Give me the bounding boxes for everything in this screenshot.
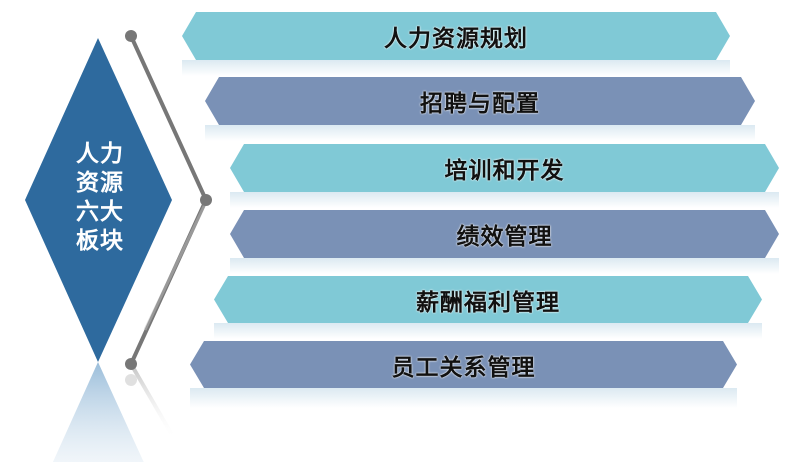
center-title-line: 六大 <box>76 199 124 225</box>
module-banner-recruitment: 招聘与配置 <box>205 77 755 141</box>
center-title-line: 板块 <box>76 228 124 254</box>
module-banner-training: 培训和开发 <box>230 144 779 208</box>
connector-shadow <box>143 201 208 331</box>
banner-reflection <box>190 388 737 408</box>
center-title-line: 人力 <box>76 141 124 167</box>
module-label: 招聘与配置 <box>420 91 540 117</box>
module-label: 人力资源规划 <box>384 26 528 52</box>
module-label: 培训和开发 <box>444 158 565 184</box>
banner-reflection <box>214 323 762 339</box>
diamond-reflection <box>52 362 144 462</box>
center-diamond <box>25 38 172 362</box>
module-label: 薪酬福利管理 <box>416 289 560 316</box>
module-banner-compensation: 薪酬福利管理 <box>214 276 762 339</box>
center-title: 人力 资源 六大 板块 <box>52 140 148 256</box>
banner-reflection <box>230 258 779 274</box>
connector-dot-top <box>125 30 137 42</box>
connector-reflection <box>129 362 177 442</box>
module-label: 员工关系管理 <box>391 354 536 381</box>
banner-reflection <box>205 125 755 141</box>
connector-dot-reflection <box>125 374 137 386</box>
banner-shape <box>205 77 755 125</box>
banner-shape <box>230 210 779 258</box>
banner-shape <box>214 276 762 323</box>
module-label: 绩效管理 <box>456 224 553 250</box>
center-title-line: 资源 <box>76 170 124 196</box>
module-banner-employee-relations: 员工关系管理 <box>190 341 737 408</box>
module-banner-hr-planning: 人力资源规划 <box>182 12 730 76</box>
banner-shape <box>190 341 737 388</box>
banner-reflection <box>230 192 779 208</box>
banner-shape <box>230 144 779 192</box>
banner-reflection <box>182 60 730 76</box>
connector-dot-middle <box>200 194 212 206</box>
module-banner-performance: 绩效管理 <box>230 210 779 274</box>
connector-dot-bottom <box>125 358 137 370</box>
banner-shape <box>182 12 730 60</box>
